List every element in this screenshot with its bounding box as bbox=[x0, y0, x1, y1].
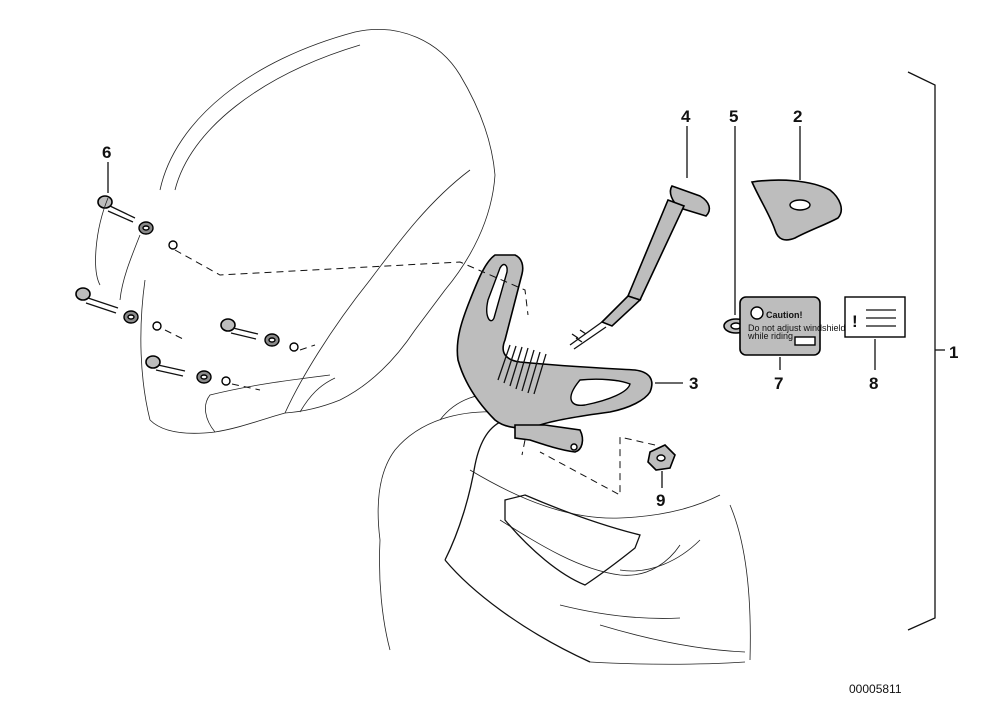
caution-title: Caution! bbox=[766, 310, 803, 320]
caution-line-1: Do not adjust windshield bbox=[748, 323, 846, 333]
assembly-lines bbox=[164, 249, 656, 496]
adjuster-screw-part-4 bbox=[569, 185, 711, 350]
info-exclamation: ! bbox=[852, 312, 858, 331]
nut-part-9 bbox=[647, 444, 676, 471]
callout-numbers: 1 2 3 4 5 6 7 8 9 bbox=[102, 107, 958, 510]
windshield bbox=[140, 29, 496, 434]
callout-5: 5 bbox=[729, 107, 738, 126]
callout-1: 1 bbox=[949, 343, 958, 362]
bolt-1 bbox=[97, 195, 178, 250]
caution-label-part-7: Caution! Do not adjust windshield while … bbox=[739, 296, 846, 356]
callout-9: 9 bbox=[656, 491, 665, 510]
callout-4: 4 bbox=[681, 107, 691, 126]
bracket-part-3 bbox=[456, 254, 653, 453]
document-number: 00005811 bbox=[849, 682, 902, 696]
callout-6: 6 bbox=[102, 143, 111, 162]
fairing bbox=[377, 393, 751, 665]
callout-8: 8 bbox=[869, 374, 878, 393]
info-label-part-8: ! bbox=[844, 296, 906, 338]
bracket-grille bbox=[497, 344, 547, 395]
callout-7: 7 bbox=[774, 374, 783, 393]
bolt-set-part-6 bbox=[75, 195, 299, 386]
callout-3: 3 bbox=[689, 374, 698, 393]
cover-part-2 bbox=[750, 179, 842, 241]
bolt-3 bbox=[220, 318, 299, 352]
caution-line-2: while riding bbox=[747, 331, 793, 341]
callout-2: 2 bbox=[793, 107, 802, 126]
bolt-4 bbox=[145, 355, 231, 386]
bolt-2 bbox=[75, 287, 162, 331]
leader-lines bbox=[95, 71, 945, 631]
